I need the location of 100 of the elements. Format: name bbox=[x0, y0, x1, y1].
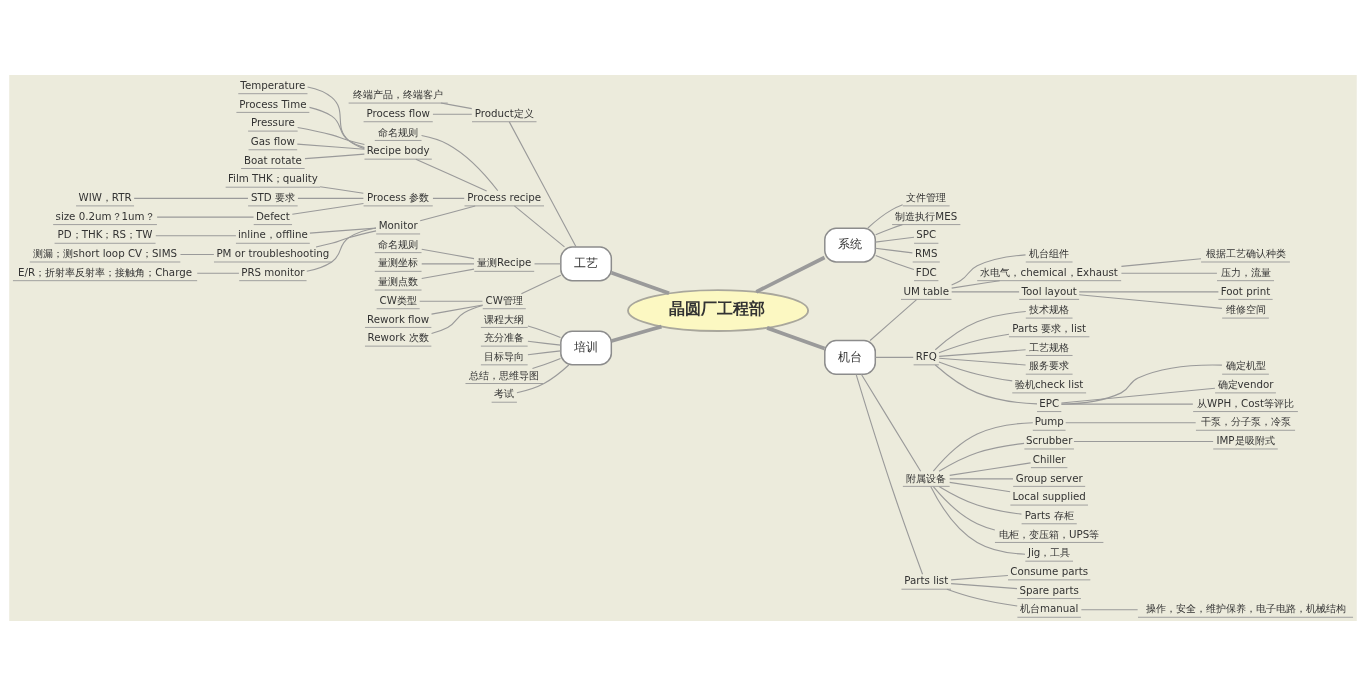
connector bbox=[527, 340, 562, 346]
node-text: RMS bbox=[914, 247, 938, 260]
node-text: Temperature bbox=[240, 78, 306, 91]
connector bbox=[520, 274, 562, 295]
node-text: Monitor bbox=[378, 219, 418, 232]
connector bbox=[533, 263, 562, 265]
connector bbox=[431, 304, 484, 335]
node-text: 根据工艺确认种类 bbox=[1205, 247, 1286, 260]
connector bbox=[297, 126, 365, 146]
node-text: Process Time bbox=[239, 97, 307, 110]
node-text: 服务要求 bbox=[1029, 359, 1070, 372]
connector bbox=[938, 485, 1022, 515]
node-text: UM table bbox=[903, 284, 950, 297]
node-text: Product定义 bbox=[474, 106, 534, 119]
node-text: Chiller bbox=[1032, 452, 1066, 465]
node-text: Film THK；quality bbox=[227, 172, 318, 185]
connector bbox=[938, 349, 1027, 357]
connector bbox=[951, 291, 1020, 293]
node-text: Tool layout bbox=[1021, 284, 1077, 297]
node-text: 机台manual bbox=[1019, 602, 1079, 615]
connector bbox=[875, 224, 903, 236]
node-text: Consume parts bbox=[1010, 565, 1089, 577]
node-text: WIW，RTR bbox=[78, 191, 132, 204]
node-text: 量测Recipe bbox=[477, 256, 532, 269]
connector bbox=[1078, 294, 1223, 309]
node-text: 课程大纲 bbox=[484, 312, 525, 325]
node-text: Scrubber bbox=[1025, 434, 1073, 447]
node-text: Defect bbox=[255, 209, 290, 222]
node-text: 验机check list bbox=[1014, 378, 1084, 391]
node-text: 测漏；测short loop CV；SIMS bbox=[33, 247, 178, 260]
node-text: Foot print bbox=[1220, 284, 1271, 297]
connector bbox=[415, 158, 488, 192]
connector bbox=[527, 350, 562, 356]
node-text: 附属设备 bbox=[906, 471, 947, 484]
connector bbox=[938, 357, 1027, 366]
node-text: IMP是吸附式 bbox=[1216, 434, 1275, 447]
connector bbox=[874, 236, 915, 243]
connector bbox=[860, 373, 922, 472]
connector bbox=[1060, 403, 1194, 405]
node-text: 机台组件 bbox=[1029, 247, 1070, 260]
node-box: 工艺 bbox=[560, 246, 613, 282]
node-text: Local supplied bbox=[1012, 490, 1086, 503]
connector bbox=[315, 230, 377, 248]
connector bbox=[196, 272, 240, 274]
connector bbox=[516, 364, 570, 394]
connector bbox=[307, 86, 365, 150]
node-text: size 0.2um？1um？ bbox=[55, 209, 155, 222]
node-text: 考试 bbox=[494, 387, 515, 400]
connector bbox=[155, 235, 237, 237]
node-text: 充分准备 bbox=[484, 331, 525, 344]
connector bbox=[297, 197, 364, 199]
connector bbox=[440, 102, 473, 110]
node-text: 水电气，chemical，Exhaust bbox=[980, 265, 1118, 278]
connector bbox=[932, 486, 996, 531]
connector bbox=[610, 324, 662, 343]
connector bbox=[513, 205, 565, 248]
node-text: 操作，安全，维护保养，电子电路，机械结构 bbox=[1145, 602, 1346, 615]
connector bbox=[156, 216, 255, 218]
node-text: Rework flow bbox=[367, 312, 430, 325]
node-text: Gas flow bbox=[250, 134, 295, 147]
connector bbox=[869, 299, 918, 342]
connector bbox=[946, 588, 1018, 607]
connector bbox=[421, 268, 475, 280]
node-text: 压力，流量 bbox=[1220, 265, 1271, 278]
connector bbox=[938, 361, 1013, 382]
connector bbox=[531, 358, 562, 370]
node-text: 干泵，分子泵，冷泵 bbox=[1200, 415, 1291, 428]
node-text: 终端产品，终端客户 bbox=[353, 88, 444, 101]
connector bbox=[421, 134, 499, 192]
node-text: 命名规则 bbox=[378, 125, 419, 138]
node-text: Group server bbox=[1015, 471, 1083, 484]
node-text: 电柜，变压箱，UPS等 bbox=[999, 527, 1100, 540]
connector bbox=[430, 304, 484, 315]
node-text: 从WPH，Cost等评比 bbox=[1197, 396, 1294, 409]
node-text: Recipe body bbox=[366, 144, 430, 157]
connector bbox=[508, 121, 577, 248]
node-box: 培训 bbox=[560, 330, 613, 366]
node-text: 文件管理 bbox=[906, 191, 947, 204]
node-text: Process recipe bbox=[467, 191, 542, 204]
connector bbox=[949, 478, 1014, 480]
connector bbox=[950, 574, 1009, 581]
connector bbox=[296, 143, 366, 150]
node-text: Process flow bbox=[366, 106, 430, 119]
connector bbox=[875, 255, 915, 271]
connector bbox=[308, 106, 365, 149]
connector bbox=[1060, 387, 1216, 404]
node-text: RFQ bbox=[915, 349, 937, 362]
node-text: Boat rotate bbox=[243, 153, 302, 166]
node-text: Jig，工具 bbox=[1027, 546, 1071, 559]
connector bbox=[306, 227, 377, 272]
connector bbox=[179, 253, 215, 256]
node-text: Spare parts bbox=[1019, 583, 1079, 596]
node-text: 总结，思维导图 bbox=[469, 368, 540, 381]
connector bbox=[932, 422, 1034, 472]
node-text: Process 参数 bbox=[367, 191, 430, 204]
node-text: inline，offline bbox=[238, 228, 308, 241]
node-text: Pressure bbox=[250, 116, 295, 129]
node-text: 制造执行MES bbox=[895, 209, 958, 222]
node-text: CW管理 bbox=[485, 293, 523, 306]
connector bbox=[527, 325, 562, 338]
